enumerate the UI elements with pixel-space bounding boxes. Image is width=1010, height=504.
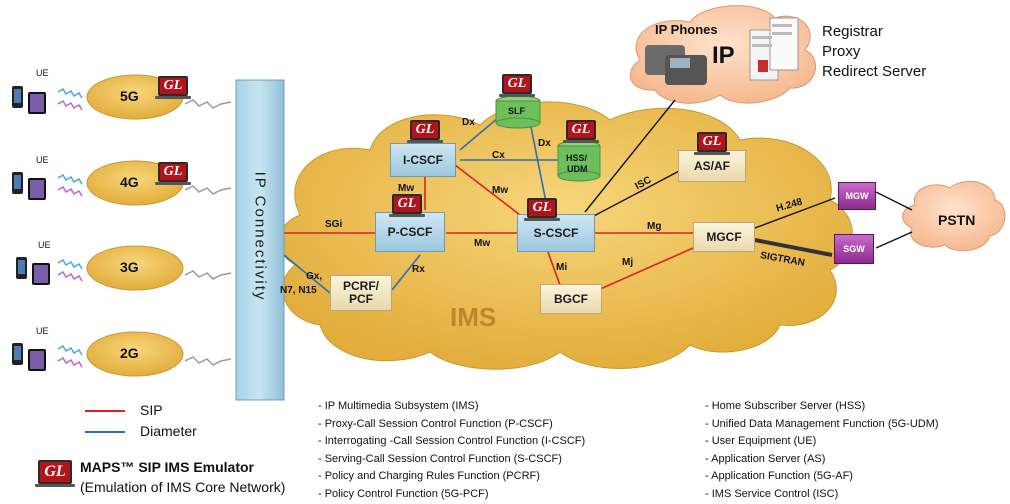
tablet-icon <box>28 92 46 114</box>
interface-gx: Gx, <box>306 271 323 282</box>
access-cloud-2g <box>86 331 184 377</box>
bgcf-node: BGCF <box>540 284 602 314</box>
pstn-label: PSTN <box>938 212 976 228</box>
interface-dx: Dx <box>462 117 475 128</box>
interface-cx: Cx <box>492 150 505 161</box>
abbrev-item: - Application Function (5G-AF) <box>705 470 853 482</box>
abbrev-item: - Proxy-Call Session Control Function (P… <box>318 417 553 430</box>
hss-udm-node: HSS/ UDM <box>557 140 601 182</box>
server-list: Registrar Proxy Redirect Server <box>822 22 926 82</box>
interface-mj: Mj <box>622 257 634 268</box>
i-cscf-node: I-CSCF <box>390 143 456 177</box>
ue-label: UE <box>38 240 51 250</box>
server-proxy: Proxy <box>822 43 861 60</box>
access-network-4g: 4G <box>120 174 139 190</box>
access-network-3g: 3G <box>120 259 139 275</box>
gl-emulator-icon: GL <box>389 194 425 217</box>
pstn-cloud <box>902 180 1006 252</box>
tablet-icon <box>28 178 46 200</box>
abbrev-item: - User Equipment (UE) <box>705 435 817 447</box>
interface-mi: Mi <box>556 262 568 273</box>
abbrev-item: - Policy Control Function (5G-PCF) <box>318 487 489 500</box>
gl-emulator-icon: GL <box>499 74 535 97</box>
sgw-node: SGW <box>834 234 874 264</box>
server-rack-icon <box>749 17 799 81</box>
abbrev-item: - Policy and Charging Rules Function (PC… <box>318 470 540 482</box>
abbrev-item: - Interrogating -Call Session Control Fu… <box>318 435 586 447</box>
smartphone-icon <box>12 172 23 194</box>
gl-emulator-icon: GL <box>694 132 730 155</box>
abbreviation-list-left: - IP Multimedia Subsystem (IMS) - Proxy-… <box>318 398 585 503</box>
server-registrar: Registrar <box>822 23 883 40</box>
interface-mg: Mg <box>647 221 662 232</box>
interface-rx: Rx <box>412 264 425 275</box>
ip-phones-title: IP Phones <box>655 22 718 37</box>
gl-emulator-icon: GL <box>563 120 599 143</box>
pcrf-pcf-node: PCRF/PCF <box>330 275 392 311</box>
mgcf-node: MGCF <box>693 222 755 252</box>
gl-emulator-icon: GL <box>155 76 191 99</box>
abbrev-item: - Home Subscriber Server (HSS) <box>705 400 866 412</box>
interface-dx: Dx <box>538 138 551 149</box>
abbreviation-list-right: - Home Subscriber Server (HSS) - Unified… <box>705 398 939 503</box>
database-icon <box>495 95 541 129</box>
gl-emulator-icon: GL <box>524 198 560 221</box>
ue-label: UE <box>36 326 49 336</box>
ip-connectivity-label: IP Connectivity <box>251 171 269 302</box>
abbrev-item: - IP Multimedia Subsystem (IMS) <box>318 400 479 412</box>
mgw-node: MGW <box>838 182 876 210</box>
server-redirect: Redirect Server <box>822 63 927 80</box>
smartphone-icon <box>16 257 27 279</box>
slf-node: SLF <box>495 95 541 129</box>
legend-diameter: Diameter <box>140 423 197 439</box>
access-network-2g: 2G <box>120 345 139 361</box>
abbrev-item: - Serving-Call Session Control Function … <box>318 452 562 465</box>
interface-mw: Mw <box>398 183 415 194</box>
interface-mw: Mw <box>474 238 491 249</box>
sip-links <box>284 164 701 291</box>
gl-logo-icon: GL <box>35 460 75 487</box>
ip-cloud-label: IP <box>712 42 735 69</box>
access-network-5g: 5G <box>120 88 139 104</box>
ue-label: UE <box>36 155 49 165</box>
smartphone-icon <box>12 86 23 108</box>
interface-sgi: SGi <box>325 219 343 230</box>
gl-emulator-icon: GL <box>407 120 443 143</box>
product-name: MAPS™ SIP IMS Emulator <box>80 459 254 475</box>
interface-n7-n15: N7, N15 <box>280 285 317 296</box>
ip-connectivity-bar <box>235 79 285 401</box>
interface-mw: Mw <box>492 185 509 196</box>
legend-sip: SIP <box>140 402 163 418</box>
ip-phone-icon <box>645 45 707 85</box>
ims-label: IMS <box>450 302 497 332</box>
abbrev-item: - IMS Service Control (ISC) <box>705 487 839 500</box>
smartphone-icon <box>12 343 23 365</box>
database-icon <box>557 140 601 182</box>
product-subtitle: (Emulation of IMS Core Network) <box>80 479 286 495</box>
ue-label: UE <box>36 68 49 78</box>
abbrev-item: - Application Server (AS) <box>705 452 826 465</box>
tablet-icon <box>32 263 50 285</box>
gl-emulator-icon: GL <box>155 162 191 185</box>
tablet-icon <box>28 349 46 371</box>
p-cscf-node: P-CSCF <box>375 212 445 252</box>
as-af-node: AS/AF <box>678 150 746 182</box>
access-cloud-3g <box>86 245 184 291</box>
abbrev-item: - Unified Data Management Function (5G-U… <box>705 417 939 430</box>
